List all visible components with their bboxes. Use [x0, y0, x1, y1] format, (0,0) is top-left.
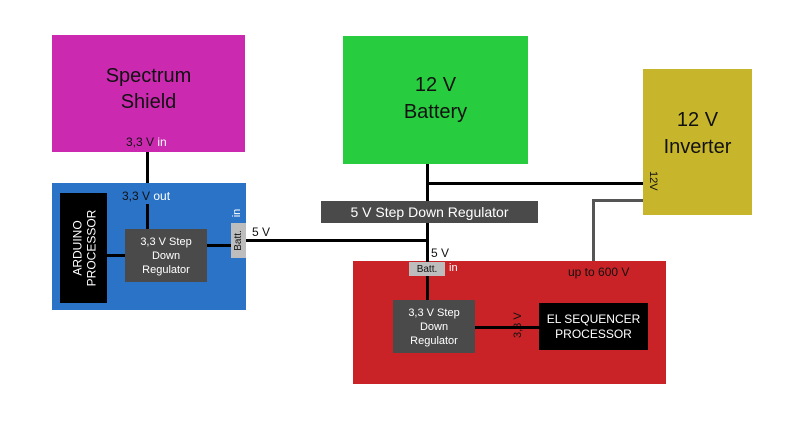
wire-inverter-hv-horizontal	[592, 199, 643, 202]
wire-el-reg-to-processor	[475, 326, 539, 329]
spectrum-shield-title-2: Shield	[120, 91, 177, 113]
arduino-out-label: out	[153, 189, 171, 203]
el-reg-line-3: Regulator	[410, 334, 458, 347]
spectrum-in-label: in	[157, 135, 167, 149]
inverter-title-2: Inverter	[663, 136, 732, 158]
arduino-out-voltage: 3,3 V	[122, 189, 151, 203]
arduino-reg-line-1: 3,3 V Step	[140, 235, 192, 248]
arduino-3v3-regulator: 3,3 V Step Down Regulator	[125, 229, 207, 282]
arduino-input-voltage: 5 V	[252, 225, 271, 239]
arduino-processor-label-1: ARDUINO	[69, 220, 84, 276]
wire-battery-to-inverter	[426, 182, 643, 185]
arduino-reg-line-3: Regulator	[142, 263, 190, 276]
el-3v3-regulator: 3,3 V Step Down Regulator	[393, 300, 475, 353]
el-reg-line-2: Down	[419, 320, 449, 333]
main-5v-regulator: 5 V Step Down Regulator	[321, 201, 538, 223]
battery-block: 12 V Battery	[343, 36, 528, 164]
el-high-voltage-label: up to 600 V	[568, 265, 630, 279]
battery-title-2: Battery	[403, 101, 468, 123]
inverter-title-1: 12 V	[676, 109, 719, 131]
main-regulator-label: 5 V Step Down Regulator	[350, 204, 509, 220]
wire-el-batt-to-reg	[426, 276, 429, 300]
wire-5v-horizontal	[246, 239, 429, 242]
inverter-input-label: 12V	[647, 171, 659, 191]
el-batt-connector: Batt.	[409, 262, 445, 276]
arduino-batt-connector: Batt.	[231, 223, 246, 258]
arduino-batt-label: Batt.	[233, 230, 245, 251]
el-batt-label: Batt.	[416, 263, 438, 275]
el-processor-label-1: EL SEQUENCER	[546, 311, 641, 326]
el-input-voltage: 5 V	[431, 246, 450, 260]
el-reg-line-1: 3,3 V Step	[408, 306, 460, 319]
spectrum-shield-title-1: Spectrum	[105, 65, 192, 87]
wire-regulator-to-el	[426, 223, 429, 262]
arduino-processor-label-2: PROCESSOR	[83, 209, 98, 287]
wire-arduino-out-to-reg	[146, 204, 149, 229]
spectrum-voltage-label: 3,3 V	[126, 135, 155, 149]
el-sequencer-processor: EL SEQUENCER PROCESSOR	[539, 303, 648, 350]
wire-reg-to-batt	[207, 244, 231, 247]
arduino-processor: ARDUINO PROCESSOR	[60, 193, 107, 303]
wire-inverter-hv-vertical	[592, 199, 595, 261]
arduino-batt-in-label: in	[231, 208, 243, 218]
arduino-reg-line-2: Down	[151, 249, 181, 262]
inverter-block: 12 V Inverter 12V	[643, 69, 752, 215]
el-batt-in-label: in	[449, 262, 458, 274]
spectrum-shield-block: Spectrum Shield 3,3 V in	[52, 35, 245, 152]
el-processor-label-2: PROCESSOR	[555, 326, 632, 341]
battery-title-1: 12 V	[414, 74, 457, 96]
wire-spectrum-to-arduino	[146, 152, 149, 183]
wire-processor-to-reg	[107, 254, 125, 257]
